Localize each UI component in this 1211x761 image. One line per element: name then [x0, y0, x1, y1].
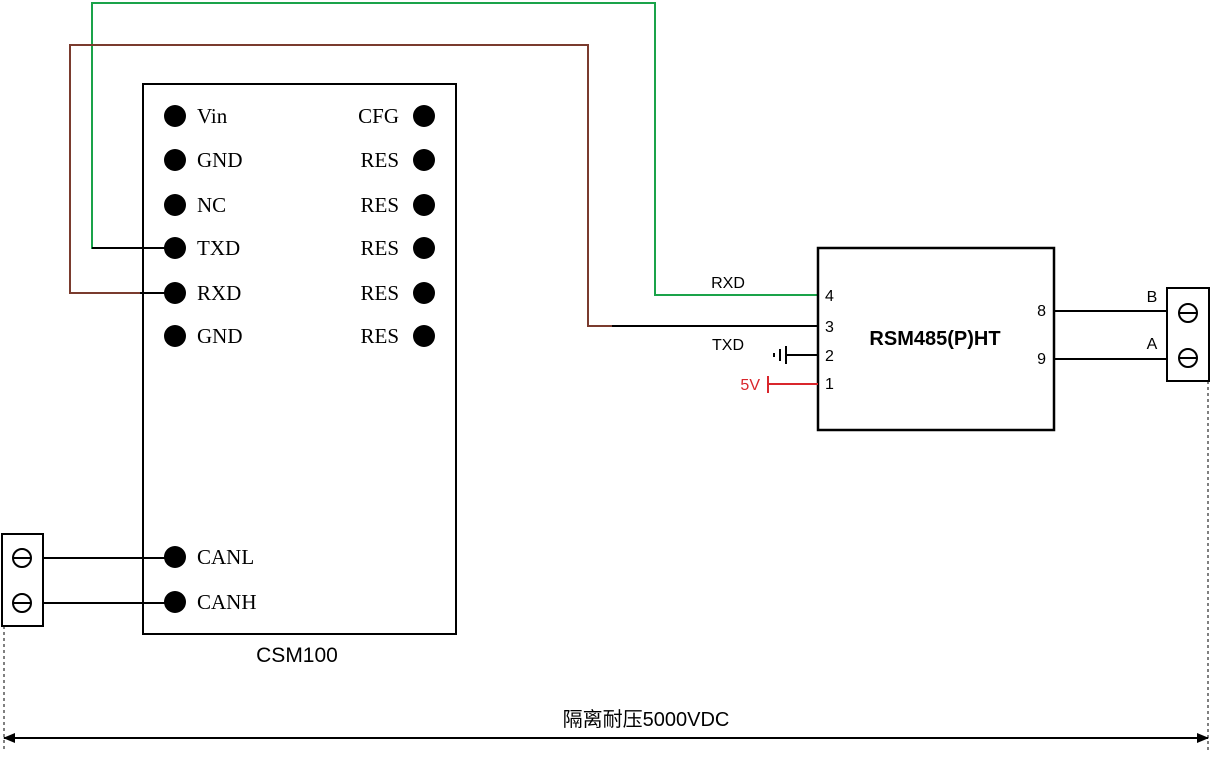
screw-icon: [1178, 303, 1198, 323]
csm100-pin-label: NC: [197, 193, 226, 217]
rsm485-pin-number: 4: [825, 288, 834, 305]
csm100-pin-label: RES: [360, 236, 399, 260]
rsm485-pin-number: 1: [825, 376, 834, 393]
rsm485-pin-number: 3: [825, 319, 834, 336]
rsm485-module: RSM485(P)HT 4 3 2 1 8 9: [816, 246, 1056, 432]
csm100-pin-label: RES: [360, 193, 399, 217]
rsm485-pin-number: 9: [1037, 351, 1046, 368]
pin-dot: [164, 105, 186, 127]
pin-dot: [413, 237, 435, 259]
pin-dot: [413, 149, 435, 171]
screw-icon: [12, 548, 32, 568]
pin-dot: [413, 194, 435, 216]
brown-wire-rxd-to-txd: [69, 44, 612, 327]
screw-icon: [1178, 348, 1198, 368]
csm100-right-pins: CFG RES RES RES RES RES: [358, 104, 435, 348]
pin-dot: [164, 149, 186, 171]
rsm485-pin-number: 8: [1037, 303, 1046, 320]
csm100-pin-label: RES: [360, 281, 399, 305]
pin-dot: [164, 325, 186, 347]
pin-dot: [413, 325, 435, 347]
csm100-pin-label: CANH: [197, 590, 257, 614]
terminal-body: [1166, 287, 1210, 382]
rsm485-body: [816, 246, 1056, 432]
pin-dot: [164, 237, 186, 259]
rs485-b-label: B: [1147, 289, 1158, 306]
screw-icon: [12, 593, 32, 613]
pin-dot: [164, 282, 186, 304]
csm100-body: [142, 83, 457, 635]
rs485-a-label: A: [1147, 336, 1158, 353]
rsm485-pin-number: 2: [825, 348, 834, 365]
isolation-dimension: 隔离耐压5000VDC: [3, 381, 1209, 752]
csm100-pin-label: RES: [360, 148, 399, 172]
csm100-can-pins: CANL CANH: [164, 545, 257, 614]
csm100-pin-label: GND: [197, 148, 243, 172]
rsm485-label: RSM485(P)HT: [869, 328, 1000, 350]
pin-dot: [413, 105, 435, 127]
terminal-body: [1, 533, 44, 627]
csm100-pin-label: CFG: [358, 104, 399, 128]
pin-dot: [164, 194, 186, 216]
csm100-left-pins: Vin GND NC TXD RXD GND: [164, 104, 243, 348]
rsm485-signal-label: RXD: [711, 275, 745, 292]
ground-icon: [773, 346, 818, 364]
csm100-pin-label: GND: [197, 324, 243, 348]
can-terminal-block: [1, 533, 44, 627]
csm100-pin-label: Vin: [197, 104, 228, 128]
csm100-pin-label: CANL: [197, 545, 254, 569]
power-5v-symbol: [767, 376, 818, 393]
csm100-pin-label: RES: [360, 324, 399, 348]
csm100-module: Vin GND NC TXD RXD GND CFG RES RES RES R…: [142, 83, 457, 667]
isolation-label: 隔离耐压5000VDC: [563, 708, 730, 731]
csm100-label: CSM100: [256, 644, 338, 667]
csm100-pin-label: TXD: [197, 236, 240, 260]
csm100-pin-label: RXD: [197, 281, 241, 305]
rsm485-signal-label: TXD: [712, 337, 744, 354]
rs485-terminal-block: [1166, 287, 1210, 382]
power-5v-label: 5V: [740, 377, 760, 394]
pin-dot: [413, 282, 435, 304]
